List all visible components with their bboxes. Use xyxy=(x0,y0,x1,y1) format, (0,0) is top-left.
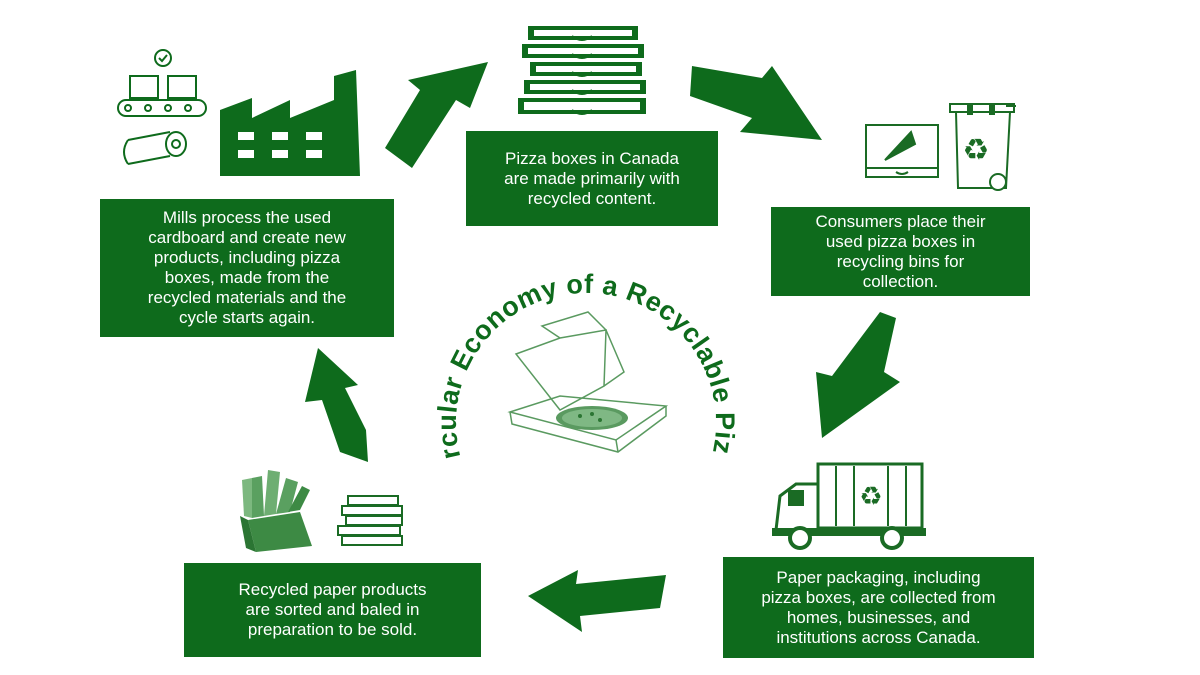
step-sort-text: Recycled paper products are sorted and b… xyxy=(238,580,427,639)
svg-text:♻: ♻ xyxy=(859,482,882,512)
arrow-make-to-consume xyxy=(690,66,822,140)
step-make-text: Pizza boxes in Canada are made primarily… xyxy=(504,148,680,208)
baled-paper-and-boxes-icon xyxy=(240,470,403,552)
stacked-pizza-boxes-icon xyxy=(518,26,646,115)
step-sort-box: Recycled paper products are sorted and b… xyxy=(184,563,481,657)
arrow-mill-to-make xyxy=(385,62,488,168)
step-make-box: Pizza boxes in Canada are made primarily… xyxy=(466,131,718,226)
recycling-truck-icon: ♻ xyxy=(772,462,926,550)
arrow-collect-to-sort xyxy=(528,570,666,632)
pizza-box-and-recycling-bin-icon: ♻ xyxy=(865,103,1016,191)
cycle-arrows xyxy=(305,62,900,632)
svg-text:♻: ♻ xyxy=(963,133,990,168)
step-consume-box: Consumers place their used pizza boxes i… xyxy=(771,207,1030,296)
step-consume-text: Consumers place their used pizza boxes i… xyxy=(815,211,986,291)
arrow-consume-to-collect xyxy=(816,312,900,438)
step-mill-text: Mills process the used cardboard and cre… xyxy=(147,208,347,327)
open-pizza-box-icon xyxy=(507,311,669,453)
step-mill-box: Mills process the used cardboard and cre… xyxy=(100,199,394,337)
arrow-sort-to-mill xyxy=(305,348,368,462)
step-collect-box: Paper packaging, including pizza boxes, … xyxy=(723,557,1034,658)
step-collect-text: Paper packaging, including pizza boxes, … xyxy=(761,567,996,647)
factory-and-conveyor-icon xyxy=(117,49,360,176)
